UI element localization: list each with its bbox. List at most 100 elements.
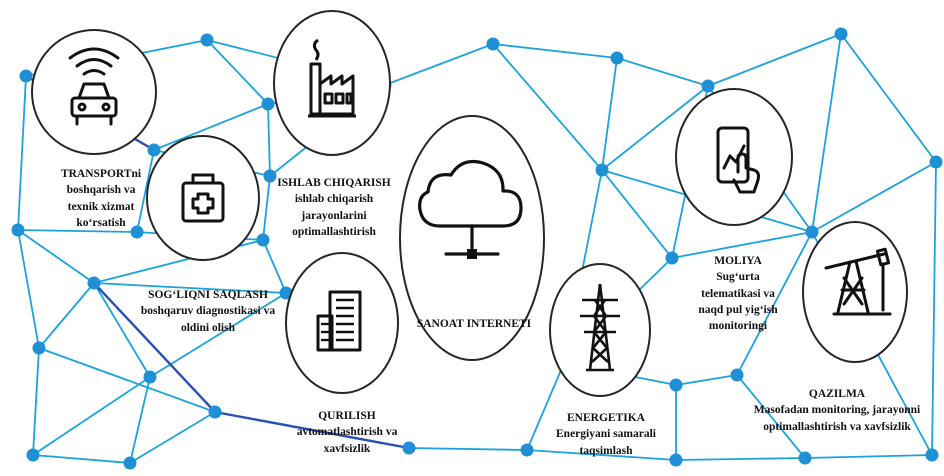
network-edge: [17, 229, 40, 349]
network-node: [200, 33, 214, 47]
network-node: [798, 451, 812, 465]
mining-description: Masofadan monitoring, jarayonni optimall…: [753, 404, 921, 433]
network-edge: [408, 447, 528, 451]
finance-title: MOLIYA: [714, 255, 762, 267]
network-edge: [931, 161, 937, 456]
network-edge: [526, 362, 565, 451]
construction-circle: [285, 252, 399, 394]
power-tower-icon: [580, 283, 620, 372]
network-node: [147, 143, 161, 157]
network-edge: [93, 282, 151, 378]
network-edge: [384, 43, 494, 86]
finance-description: Sug‘urta telematikasi va naqd pul yig‘is…: [698, 271, 778, 333]
network-node: [834, 27, 848, 41]
network-edge: [675, 457, 806, 461]
network-edge: [675, 374, 738, 386]
network-edge: [93, 282, 287, 294]
network-nodes: [11, 27, 943, 470]
network-node: [123, 456, 137, 470]
energy-label: ENERGETIKA Energiyani samarali taqsimlas…: [540, 410, 672, 459]
hub-label: SANOAT INTERNETI: [404, 316, 544, 332]
network-node: [925, 448, 939, 462]
network-node: [26, 448, 40, 462]
network-edge: [804, 454, 933, 459]
network-edge: [262, 175, 271, 241]
network-edge: [17, 75, 27, 231]
network-edge: [707, 33, 842, 87]
transport-title: TRANSPORTni: [60, 168, 142, 180]
network-edge: [601, 169, 673, 259]
oil-pump-icon: [824, 247, 892, 316]
transport-description: boshqarish va texnik xizmat ko‘rsatish: [66, 184, 136, 229]
network-edge: [129, 376, 151, 464]
finance-label: MOLIYA Sug‘urta telematikasi va naqd pul…: [672, 253, 804, 335]
energy-title: ENERGETIKA: [567, 412, 645, 424]
mobile-touch-icon: [716, 126, 760, 194]
network-node: [665, 251, 679, 265]
network-node: [701, 79, 715, 93]
network-edge: [601, 57, 618, 171]
hub-circle: [399, 115, 545, 361]
network-node: [32, 341, 46, 355]
construction-label: QURILISH avtomatlashtirish va xavfsizlik: [282, 408, 412, 457]
manufacturing-description: ishlab chiqarish jarayonlarini optimalla…: [292, 193, 376, 238]
network-edge: [267, 103, 271, 177]
network-edge: [736, 231, 813, 376]
construction-title: QURILISH: [318, 410, 376, 422]
network-edge: [526, 449, 677, 461]
network-edge: [93, 282, 216, 413]
network-node: [730, 368, 744, 382]
network-node: [261, 97, 275, 111]
network-edge: [136, 149, 155, 233]
connected-car-icon: [68, 47, 120, 126]
network-edge: [38, 282, 95, 349]
network-edge: [671, 231, 813, 259]
mining-label: QAZILMA Masofadan monitoring, jarayonni …: [734, 386, 940, 435]
network-node: [130, 225, 144, 239]
manufacturing-label: ISHLAB CHIQARISH ishlab chiqarish jarayo…: [254, 175, 414, 240]
healthcare-label: SOG‘LIQNI SAQLASH boshqaruv diagnostikas…: [128, 287, 288, 336]
energy-description: Energiyani samarali taqsimlash: [556, 428, 656, 457]
network-edge: [129, 411, 216, 464]
manufacturing-circle: [273, 10, 391, 156]
network-node: [669, 453, 683, 467]
network-edge: [811, 33, 842, 233]
network-edge: [32, 454, 131, 464]
network-node: [520, 443, 534, 457]
network-node: [929, 155, 943, 169]
network-node: [19, 69, 33, 83]
network-node: [805, 225, 819, 239]
network-edge: [32, 347, 40, 456]
network-edge: [214, 410, 410, 450]
network-edge: [736, 374, 806, 459]
network-node: [256, 233, 270, 247]
hub-title: SANOAT INTERNETI: [416, 318, 532, 330]
healthcare-title: SOG‘LIQNI SAQLASH: [148, 289, 268, 301]
network-edge: [492, 43, 603, 171]
network-node: [486, 37, 500, 51]
network-edge: [616, 57, 709, 87]
network-node: [11, 223, 25, 237]
network-edge: [492, 43, 618, 59]
network-node: [610, 51, 624, 65]
network-edge: [840, 33, 937, 163]
transport-circle: [31, 29, 157, 155]
transport-label: TRANSPORTni boshqarish va texnik xizmat …: [38, 166, 164, 231]
energy-circle: [549, 263, 651, 397]
network-node: [87, 276, 101, 290]
network-node: [669, 378, 683, 392]
network-node: [143, 370, 157, 384]
network-edge: [601, 85, 709, 171]
first-aid-kit-icon: [181, 173, 225, 223]
healthcare-description: boshqaruv diagnostikasi va oldini olish: [140, 305, 276, 334]
building-icon: [316, 290, 362, 352]
network-edge: [206, 39, 269, 105]
construction-description: avtomatlashtirish va xavfsizlik: [296, 426, 398, 455]
factory-icon: [308, 38, 356, 118]
mining-circle: [802, 221, 908, 363]
network-edge: [811, 161, 937, 233]
cloud-network-icon: [418, 159, 523, 259]
mining-title: QAZILMA: [808, 388, 866, 400]
network-edge: [38, 347, 216, 413]
